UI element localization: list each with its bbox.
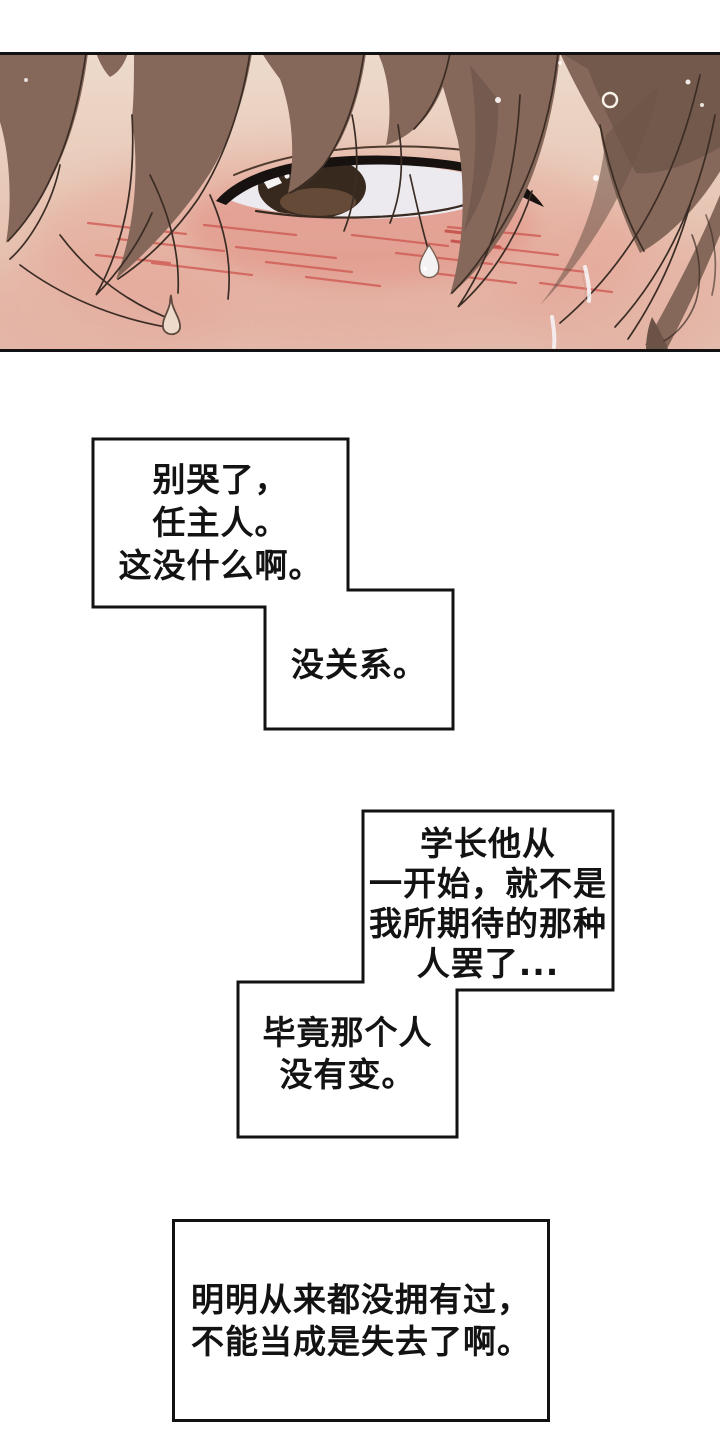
bubble-line: 人罢了... — [416, 944, 560, 983]
speech-bubble-1: 别哭了， 任主人。 这没什么啊。 — [93, 458, 348, 587]
bubble-line: 毕竟那个人 — [262, 1013, 433, 1052]
speech-bubble-4: 毕竟那个人 没有变。 — [238, 1012, 457, 1096]
bubble-line: 一开始，就不是 — [369, 864, 607, 903]
speech-bubble-3: 学长他从 一开始，就不是 我所期待的那种 人罢了... — [363, 824, 613, 984]
falling-tear-drop — [162, 294, 181, 336]
bubble-line: 明明从来都没拥有过， — [191, 1280, 531, 1319]
speech-bubble-5: 明明从来都没拥有过， 不能当成是失去了啊。 — [172, 1279, 550, 1363]
comic-panel-illustration — [0, 55, 720, 349]
bubble-line: 这没什么啊。 — [118, 546, 323, 585]
speech-bubble-2: 没关系。 — [265, 644, 453, 686]
water-droplet-sparkles — [24, 61, 704, 181]
bubble-line: 别哭了， — [152, 460, 289, 499]
bubble-line: 没关系。 — [291, 645, 427, 684]
bubble-line: 任主人。 — [152, 503, 289, 542]
hair — [0, 55, 720, 349]
bubble-line: 不能当成是失去了啊。 — [191, 1322, 531, 1361]
tears — [162, 243, 592, 349]
upper-eyelid — [216, 155, 514, 205]
comic-panel — [0, 52, 720, 352]
bubble-line: 没有变。 — [279, 1055, 416, 1094]
bubble-line: 学长他从 — [420, 824, 556, 863]
bubble-line: 我所期待的那种 — [369, 904, 607, 943]
